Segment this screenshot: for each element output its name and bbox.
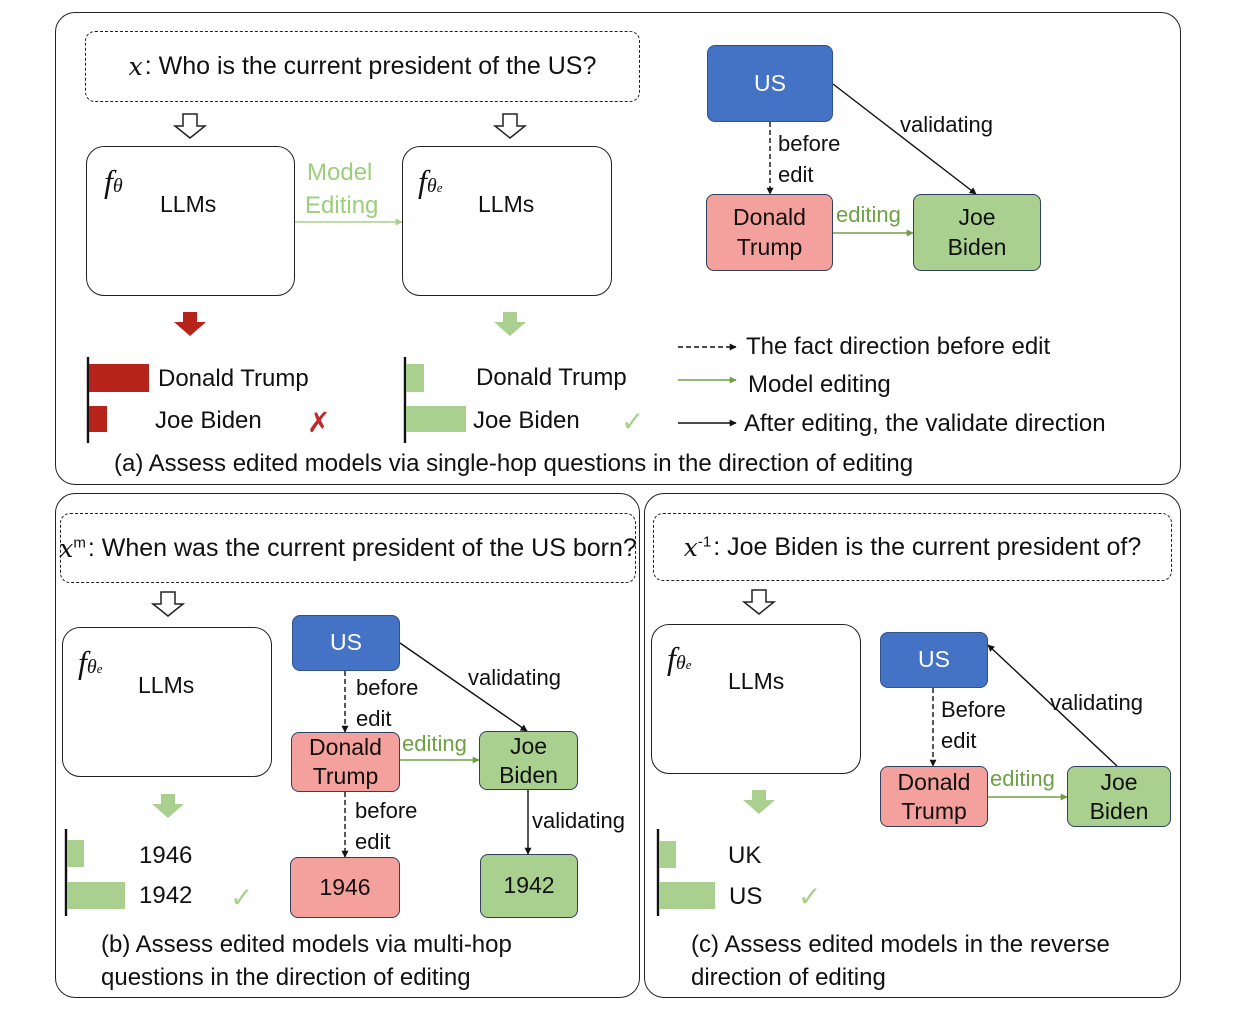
down-arrow-red-icon [174,312,206,336]
answer-label: Donald Trump [158,365,309,392]
validating-label: validating [532,808,625,833]
bar [67,840,84,867]
check-icon: ✓ [798,881,822,912]
model-box [651,624,861,774]
answer-label: Donald Trump [476,364,627,391]
llms-label: LLMs [160,191,217,217]
bar [406,406,466,432]
answer-label: 1942 [139,882,193,909]
validating-edge [832,83,977,195]
model-symbol: fθe [418,163,443,199]
answer-label: US [729,883,763,910]
caption-a: (a) Assess edited models via single-hop … [114,450,914,477]
bar [659,841,676,868]
validating-edge [399,642,528,732]
node-us: US [707,45,833,122]
question-variable: x [128,52,143,81]
legend-item: Model editing [748,371,891,398]
cross-icon: ✗ [307,407,331,438]
bar [89,406,107,432]
answer-label: 1946 [139,842,193,869]
down-arrow-green-icon [152,794,184,818]
validating-label: validating [1050,690,1143,715]
node-us: US [292,615,400,671]
bar [659,882,715,909]
validating-label: validating [468,665,561,690]
model-before-box [86,146,295,296]
llms-label: LLMs [138,672,195,698]
check-icon: ✓ [230,882,254,913]
hollow-down-arrow-icon [741,589,777,615]
llms-label: LLMs [478,191,535,217]
down-arrow-green-icon [743,790,775,814]
answer-label: UK [728,842,762,869]
hollow-down-arrow-icon [492,113,528,139]
llms-label: LLMs [728,668,785,694]
validating-label: validating [900,112,993,137]
panel-a [55,12,1181,485]
question-text: : When was the current president of the … [87,533,637,562]
question-box-c: x-1: Joe Biden is the current president … [653,513,1172,581]
question-variable: xm [59,533,86,563]
question-box-a: x: Who is the current president of the U… [85,31,640,102]
model-after-box [402,146,612,296]
question-box-b: xm: When was the current president of th… [59,513,637,583]
model-symbol: fθe [78,644,103,680]
answer-label: Joe Biden [155,407,262,434]
editing-label: editing [836,202,901,227]
bar [406,364,424,392]
editing-label: editing [402,731,467,756]
hollow-down-arrow-icon [150,591,186,617]
node-us: US [880,632,988,688]
model-editing-label: Model Editing [305,159,379,220]
node-year-1942: 1942 [480,854,578,918]
hollow-down-arrow-icon [172,113,208,139]
model-symbol: fθe [667,640,692,676]
bar [67,882,125,909]
legend-item: After editing, the validate direction [744,410,1106,437]
check-icon: ✓ [621,406,645,437]
node-year-1946: 1946 [290,857,400,918]
validating-edge [987,644,1118,767]
question-text: : Who is the current president of the US… [144,52,597,80]
question-variable: x-1 [683,532,712,562]
bar [89,364,149,392]
panel-c [644,493,1181,998]
down-arrow-green-icon [494,312,526,336]
panel-b [55,493,640,998]
model-symbol: fθ [104,163,123,199]
editing-label: editing [990,766,1055,791]
question-text: : Joe Biden is the current president of? [713,532,1142,561]
model-box [62,627,272,777]
legend-item: The fact direction before edit [746,333,1051,360]
answer-label: Joe Biden [473,407,580,434]
